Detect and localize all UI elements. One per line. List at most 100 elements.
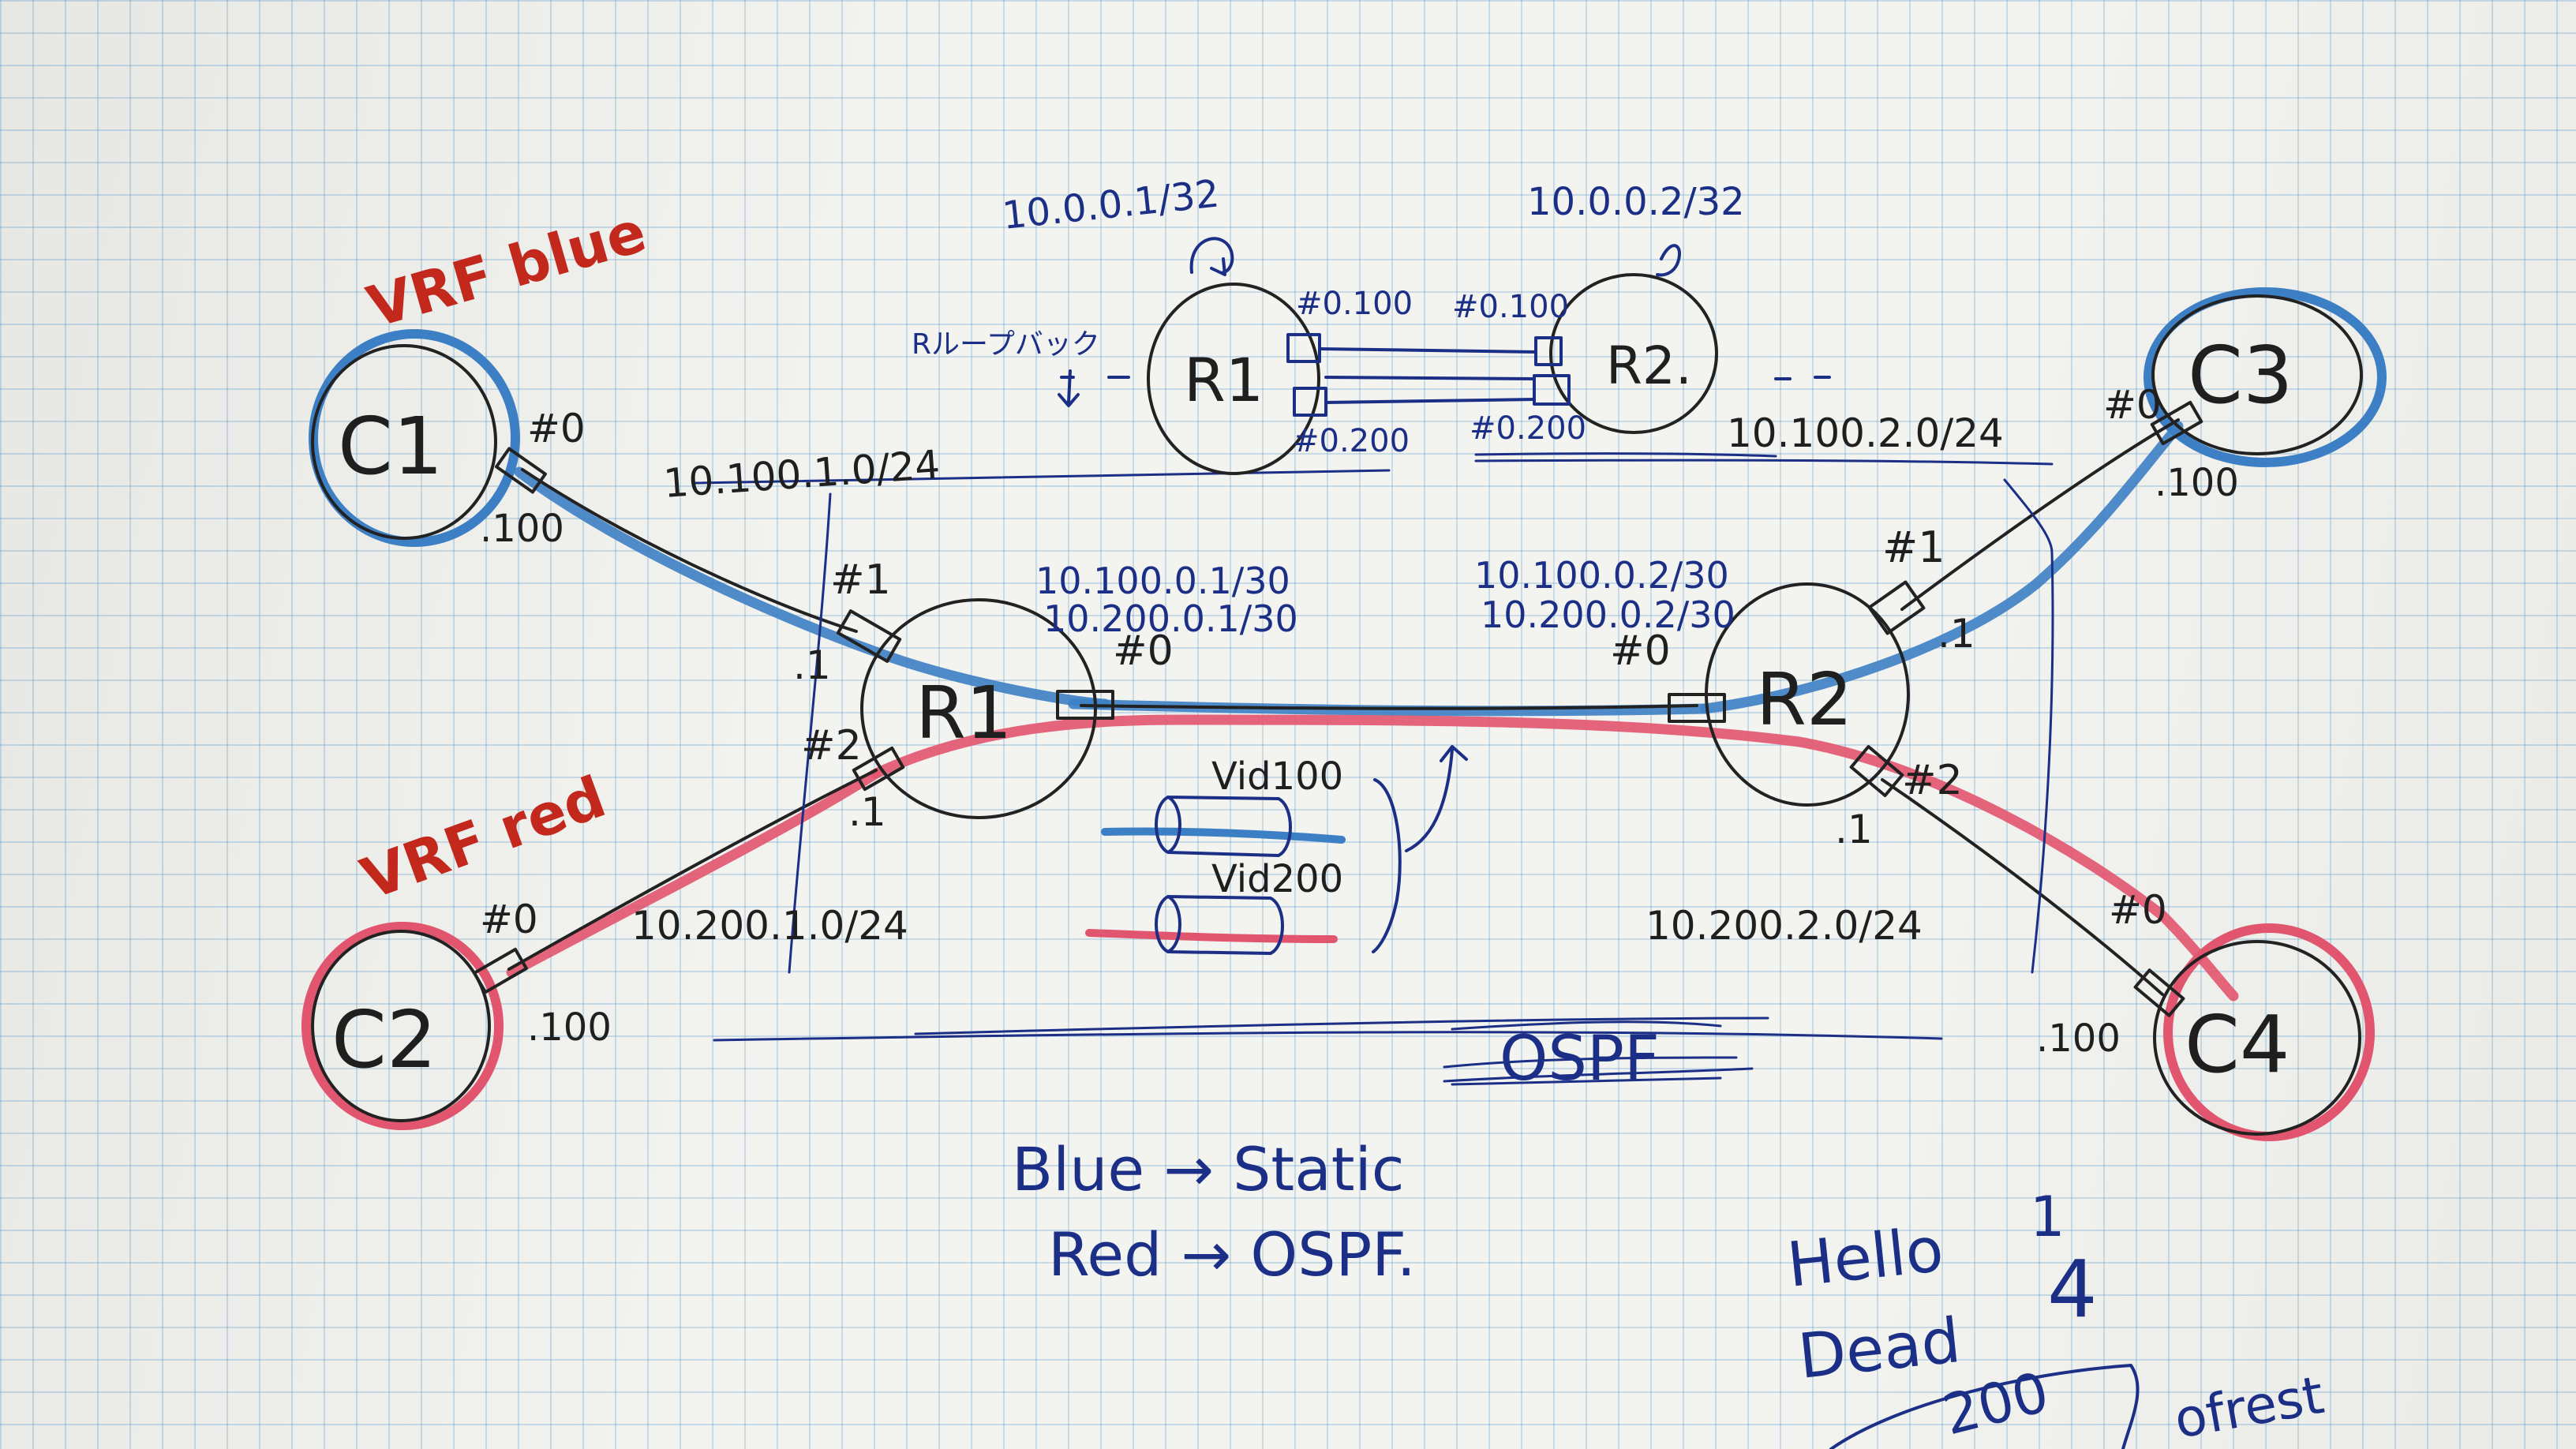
port-c4 bbox=[2133, 968, 2185, 1017]
c3-port-label: #0 bbox=[2103, 382, 2162, 428]
port-r2-2 bbox=[1849, 744, 1904, 798]
c2-circle bbox=[311, 930, 491, 1122]
inset-r2-circle bbox=[1549, 273, 1718, 434]
legend-vid100-label: Vid100 bbox=[1211, 754, 1343, 799]
c4-port-label: #0 bbox=[2109, 887, 2167, 933]
c2-label: C2 bbox=[331, 994, 436, 1086]
note-bottom-word: ofrest bbox=[2170, 1365, 2328, 1449]
inset-r2-sub200: #0.200 bbox=[1470, 410, 1586, 447]
inset-side-note: Rループバック bbox=[912, 328, 1100, 361]
port-r2-1 bbox=[1867, 580, 1926, 635]
port-r2-0 bbox=[1668, 693, 1726, 723]
inset-r1-loopback-ip: 10.0.0.1/32 bbox=[1000, 171, 1221, 238]
c4-host-label: .100 bbox=[2036, 1017, 2121, 1061]
c4-label: C4 bbox=[2185, 998, 2290, 1091]
inset-r2-sub100: #0.100 bbox=[1452, 289, 1569, 325]
ospf-box bbox=[1451, 1020, 1722, 1086]
c2-vrf-red-ring bbox=[301, 922, 504, 1130]
r1-p2-host-label: .1 bbox=[848, 789, 886, 835]
inset-r2-loopback-arrow bbox=[1656, 244, 1681, 277]
port-r1-0 bbox=[1056, 690, 1114, 720]
inset-r2-port-200 bbox=[1533, 374, 1571, 406]
r1-ip-100: 10.100.0.1/30 bbox=[1035, 560, 1290, 602]
subnet-blue-left: 10.100.1.0/24 bbox=[662, 442, 942, 507]
inset-r1-label: R1 bbox=[1184, 345, 1264, 415]
blue-left-subnet-bracket bbox=[693, 469, 1391, 485]
c1-circle bbox=[311, 344, 497, 540]
note-hello: Hello bbox=[1784, 1215, 1947, 1301]
r1-label: R1 bbox=[915, 671, 1012, 755]
inset-r2-loopback-ip: 10.0.0.2/32 bbox=[1527, 180, 1745, 224]
note-blue-static: Blue → Static bbox=[1012, 1134, 1405, 1204]
note-dead-value: 4 bbox=[2047, 1243, 2098, 1335]
r1-circle bbox=[860, 598, 1097, 819]
inset-r1-sub200: #0.200 bbox=[1293, 423, 1410, 459]
c1-port-label: #0 bbox=[527, 406, 586, 451]
ospf-area-line-2 bbox=[914, 1017, 1769, 1035]
r2-ip-100: 10.100.0.2/30 bbox=[1474, 554, 1729, 597]
r2-p0-label: #0 bbox=[1610, 627, 1671, 675]
ospf-strike bbox=[1443, 1056, 1754, 1083]
r1-p0-label: #0 bbox=[1113, 627, 1174, 675]
subnet-blue-right: 10.100.2.0/24 bbox=[1727, 410, 2004, 456]
legend-vid200-label: Vid200 bbox=[1211, 857, 1343, 901]
inset-r1-port-200 bbox=[1293, 387, 1327, 417]
c2-host-label: .100 bbox=[527, 1005, 612, 1050]
port-c1 bbox=[495, 447, 547, 494]
c4-vrf-red-ring bbox=[2163, 923, 2375, 1141]
right-subnet-divider bbox=[2003, 478, 2054, 974]
note-dead: Dead bbox=[1795, 1305, 1964, 1393]
inset-r1-loopback-arrow bbox=[1189, 237, 1234, 276]
r1-ip-200: 10.200.0.1/30 bbox=[1043, 597, 1298, 640]
blue-right-subnet-bracket bbox=[1474, 459, 2054, 466]
note-hello-value: 1 bbox=[2030, 1185, 2065, 1249]
r2-p2-host-label: .1 bbox=[1835, 807, 1873, 852]
notes-bottom-swoosh bbox=[1829, 1364, 2140, 1449]
r2-p1-host-label: .1 bbox=[1938, 611, 1975, 657]
legend-vid100-line bbox=[1101, 827, 1346, 844]
vrf-red-label: VRF red bbox=[353, 763, 614, 912]
legend-arrow bbox=[1405, 745, 1468, 852]
legend-vid100-tube bbox=[1155, 796, 1292, 857]
subnet-red-right: 10.200.2.0/24 bbox=[1646, 903, 1923, 949]
legend-vid200-line bbox=[1085, 929, 1338, 943]
r2-p2-label: #2 bbox=[1902, 757, 1963, 804]
ospf-label: OSPF bbox=[1500, 1024, 1660, 1095]
r2-ip-200: 10.200.0.2/30 bbox=[1481, 593, 1735, 636]
r1-p1-label: #1 bbox=[830, 556, 891, 604]
c1-host-label: .100 bbox=[480, 507, 564, 551]
inset-dash-right bbox=[1774, 376, 1831, 380]
c3-vrf-blue-ring bbox=[2144, 287, 2387, 467]
inset-link-mid bbox=[1324, 376, 1536, 380]
r2-label: R2 bbox=[1756, 657, 1852, 742]
inset-link-top bbox=[1318, 347, 1537, 354]
c3-host-label: .100 bbox=[2155, 461, 2239, 505]
link-c1-r1 bbox=[521, 468, 858, 633]
r1-p1-host-label: .1 bbox=[793, 642, 831, 688]
c4-circle bbox=[2153, 940, 2361, 1136]
note-red-ospf: Red → OSPF. bbox=[1048, 1219, 1416, 1290]
link-r1-r2 bbox=[1080, 704, 1698, 710]
link-c2-r1 bbox=[507, 769, 878, 971]
blue-path-r2-c3 bbox=[1699, 421, 2184, 714]
inset-r1-sub100: #0.100 bbox=[1296, 286, 1413, 322]
c3-circle bbox=[2151, 294, 2363, 455]
vrf-blue-label: VRF blue bbox=[361, 198, 653, 340]
link-r2-c3 bbox=[1900, 418, 2180, 611]
inset-link-bottom bbox=[1324, 398, 1536, 404]
inset-r1-circle bbox=[1147, 283, 1320, 475]
c2-port-label: #0 bbox=[480, 897, 538, 942]
port-c2 bbox=[473, 947, 528, 994]
r1-p2-label: #2 bbox=[801, 722, 862, 769]
legend-vid200-tube bbox=[1155, 895, 1284, 955]
port-r1-2 bbox=[852, 746, 905, 792]
port-r1-1 bbox=[836, 609, 902, 663]
red-path-r1-r2 bbox=[871, 714, 2239, 1002]
inset-bottom-line bbox=[1474, 452, 1777, 458]
subnet-red-left: 10.200.1.0/24 bbox=[631, 903, 908, 949]
link-r2-c4 bbox=[1881, 778, 2164, 996]
c3-label: C3 bbox=[2188, 329, 2293, 421]
inset-r2-port-100 bbox=[1534, 336, 1563, 366]
inset-side-arrow bbox=[1058, 369, 1080, 407]
